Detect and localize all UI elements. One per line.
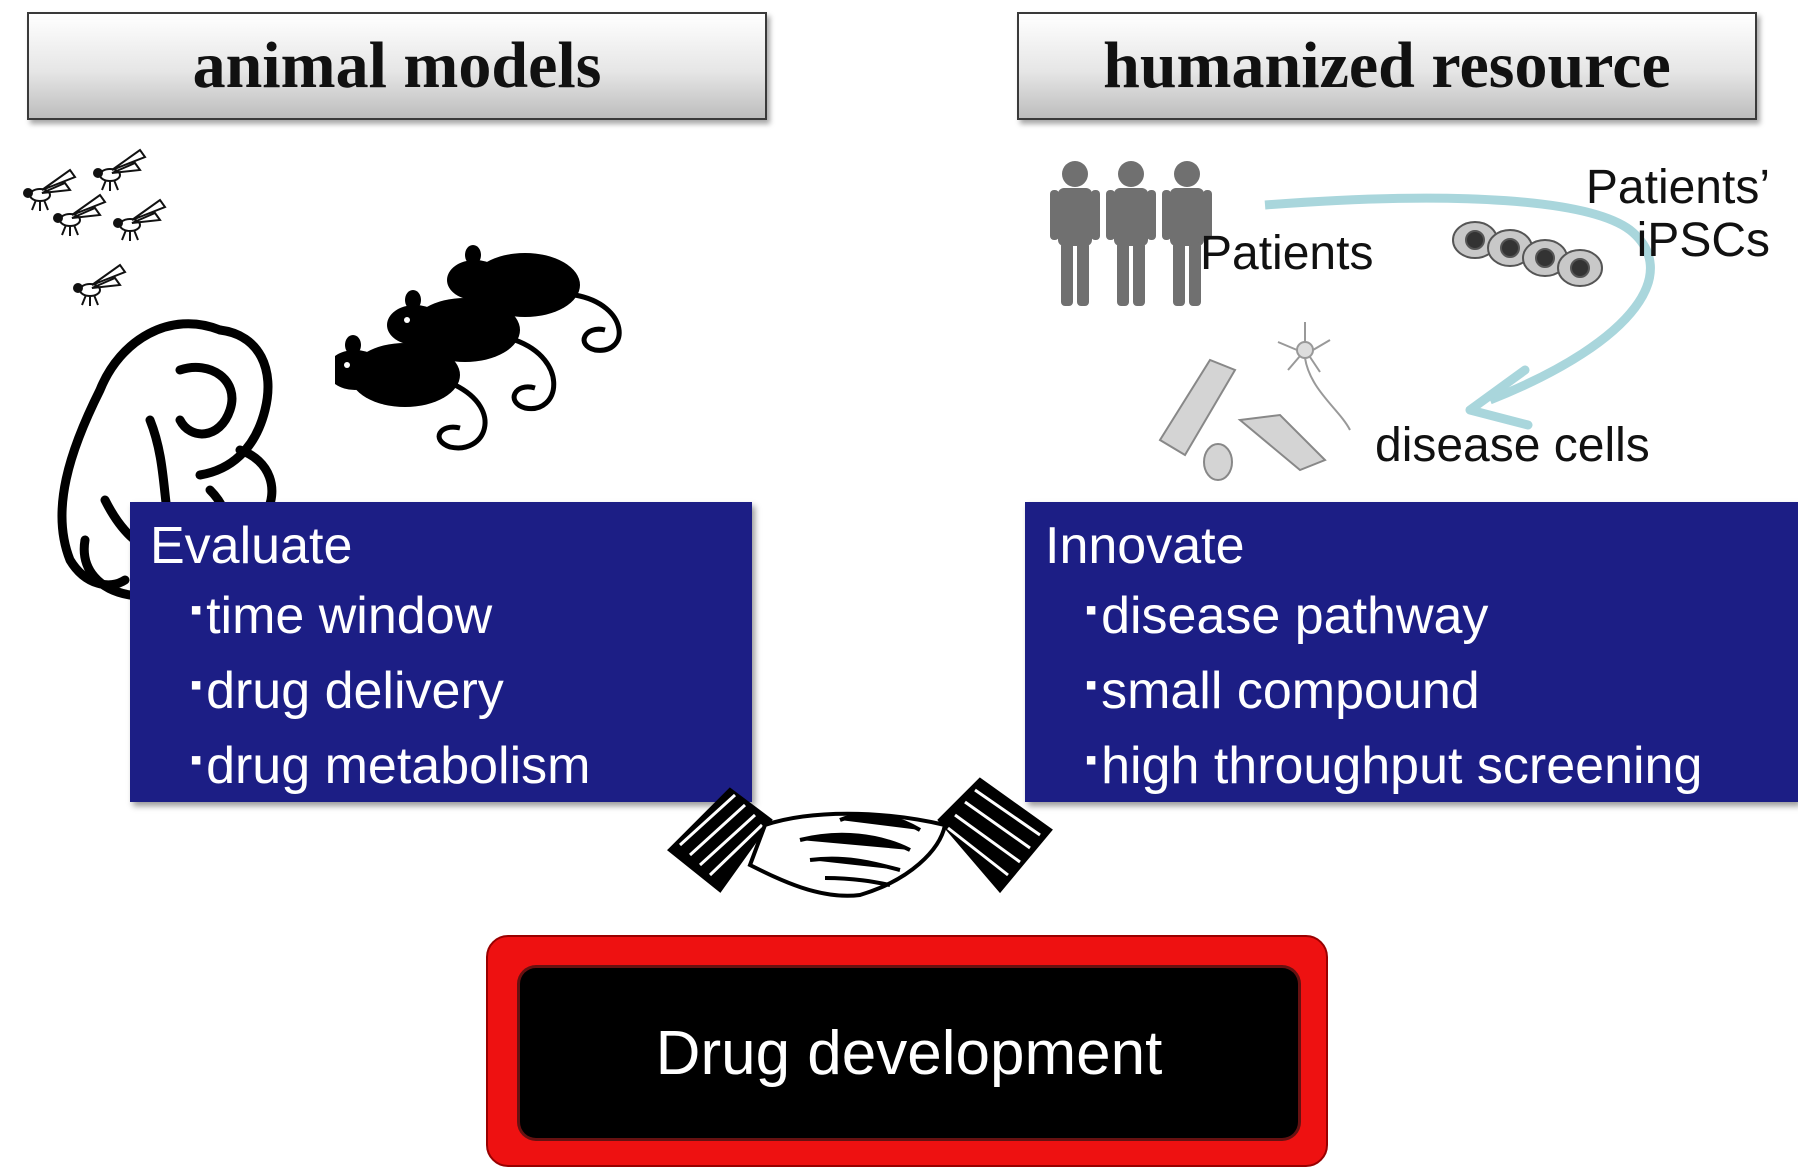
innovate-box: Innovate disease pathway small compound … bbox=[1025, 502, 1798, 802]
person-icon bbox=[1106, 161, 1156, 306]
neuron-icon bbox=[1277, 322, 1351, 431]
animal-models-header: animal models bbox=[27, 12, 767, 120]
patients-label: Patients bbox=[1200, 227, 1374, 280]
ipsc-cells-icon bbox=[1452, 221, 1603, 287]
mouse-icon bbox=[335, 245, 622, 451]
disease-cells-icon bbox=[1158, 322, 1351, 481]
evaluate-box: Evaluate time window drug delivery drug … bbox=[130, 502, 752, 802]
innovate-item: high throughput screening bbox=[1085, 726, 1798, 801]
innovate-item: disease pathway bbox=[1085, 576, 1798, 651]
evaluate-title: Evaluate bbox=[150, 517, 353, 575]
drug-development-label: Drug development bbox=[655, 1018, 1163, 1088]
evaluate-item: drug delivery bbox=[190, 651, 752, 726]
arrow-icon bbox=[1264, 193, 1655, 430]
innovate-list: disease pathway small compound high thro… bbox=[1045, 576, 1798, 801]
disease-cells-label: disease cells bbox=[1375, 419, 1650, 472]
ipscs-label: Patients’ iPSCs bbox=[1570, 161, 1770, 268]
humanized-resource-header: humanized resource bbox=[1017, 12, 1757, 120]
evaluate-item: time window bbox=[190, 576, 752, 651]
evaluate-item: drug metabolism bbox=[190, 726, 752, 801]
cell-icon bbox=[1158, 358, 1327, 481]
drug-development-box: Drug development bbox=[520, 968, 1298, 1138]
flies-icon-group bbox=[23, 148, 167, 306]
fly-icon bbox=[23, 148, 167, 306]
mice-icon-group bbox=[335, 245, 622, 451]
evaluate-list: time window drug delivery drug metabolis… bbox=[150, 576, 752, 801]
person-icon bbox=[1162, 161, 1212, 306]
innovate-title: Innovate bbox=[1045, 517, 1245, 575]
ipscs-label-line1: Patients’ bbox=[1585, 161, 1770, 214]
person-icon bbox=[1050, 161, 1100, 306]
handshake-icon bbox=[667, 777, 1053, 898]
innovate-item: small compound bbox=[1085, 651, 1798, 726]
patients-icon-group bbox=[1050, 161, 1212, 306]
ipscs-label-line2: iPSCs bbox=[1636, 213, 1770, 267]
